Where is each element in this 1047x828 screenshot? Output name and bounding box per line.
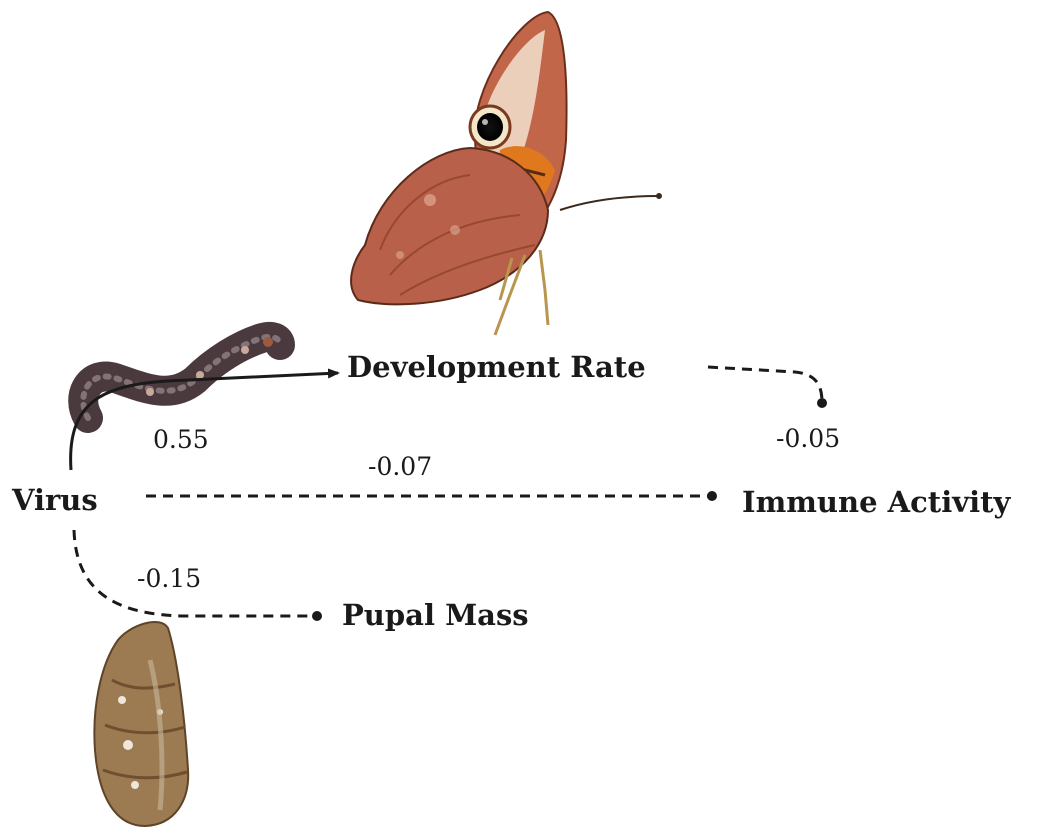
path-development-rate-immune-activity — [708, 367, 822, 402]
coefficient-virus-pupal-mass: -0.15 — [137, 566, 201, 591]
butterfly-illustration — [351, 12, 662, 335]
coefficient-development-rate-immune-activity: -0.05 — [776, 426, 840, 451]
node-virus: Virus — [12, 486, 98, 515]
path-end-dot-pupal — [312, 611, 322, 621]
pupa-illustration — [94, 622, 188, 826]
path-end-dot-immune — [707, 491, 717, 501]
node-development-rate: Development Rate — [347, 353, 646, 382]
coefficient-virus-immune-activity: -0.07 — [368, 454, 432, 479]
path-end-dot-development — [817, 398, 827, 408]
coefficient-virus-development-rate: 0.55 — [153, 427, 209, 452]
node-immune-activity: Immune Activity — [742, 488, 1010, 517]
node-pupal-mass: Pupal Mass — [342, 601, 529, 630]
